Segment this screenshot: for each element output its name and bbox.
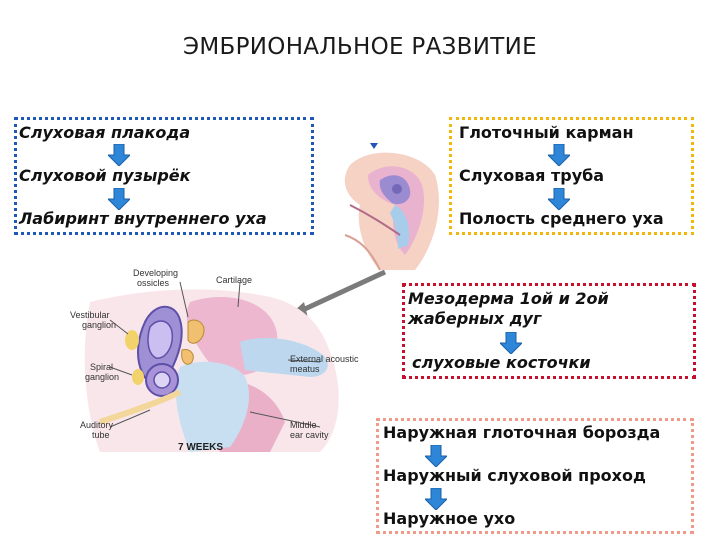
- label-developing-ossicles: Developing: [133, 268, 179, 278]
- label-external-meatus: External acoustic: [290, 354, 359, 364]
- label-weeks: 7 WEEKS: [178, 442, 224, 453]
- label-vestibular-ganglion-2: ganglion: [82, 320, 117, 330]
- label-developing-ossicles-2: ossicles: [137, 278, 170, 288]
- down-arrow-icon: [108, 188, 130, 210]
- label-external-meatus-2: meatus: [290, 364, 320, 374]
- ossicles-step-2: слуховые косточки: [412, 353, 591, 372]
- middle-ear-box: [449, 117, 694, 235]
- outer-ear-step-3: Наружное ухо: [383, 509, 516, 528]
- label-vestibular-ganglion: Vestibular: [70, 310, 110, 320]
- ear-development-illustration: [84, 281, 339, 452]
- embryo-head-illustration: [344, 152, 439, 271]
- inner-ear-step-2: Слуховой пузырёк: [19, 166, 191, 185]
- label-spiral-ganglion: Spiral: [90, 362, 114, 372]
- middle-ear-step-2: Слуховая труба: [459, 166, 605, 185]
- ossicles-step-1: Мезодерма 1ой и 2ой: [408, 289, 609, 308]
- down-arrow-icon: [548, 144, 570, 166]
- outer-ear-step-1: Наружная глоточная борозда: [383, 423, 661, 442]
- down-arrow-icon: [425, 445, 447, 467]
- middle-ear-step-3: Полость среднего уха: [459, 209, 664, 228]
- middle-ear-step-1: Глоточный карман: [459, 123, 634, 142]
- marker-icon: [370, 143, 378, 149]
- inner-ear-step-3: Лабиринт внутреннего уха: [19, 209, 267, 228]
- label-spiral-ganglion-2: ganglion: [85, 372, 120, 382]
- ossicles-box: [402, 283, 696, 379]
- down-arrow-icon: [500, 332, 522, 354]
- label-auditory-tube: Auditory: [80, 420, 114, 430]
- page-title: ЭМБРИОНАЛЬНОЕ РАЗВИТИЕ: [183, 34, 537, 60]
- outer-ear-step-2: Наружный слуховой проход: [383, 466, 646, 485]
- label-auditory-tube-2: tube: [92, 430, 110, 440]
- down-arrow-icon: [425, 488, 447, 510]
- down-arrow-icon: [548, 188, 570, 210]
- label-cartilage: Cartilage: [216, 275, 253, 285]
- ossicles-step-1b: жаберных дуг: [408, 309, 542, 328]
- label-middle-ear-cavity: Middle: [290, 420, 317, 430]
- inner-ear-box: [14, 117, 314, 235]
- label-middle-ear-cavity-2: ear cavity: [290, 430, 329, 440]
- down-arrow-icon: [108, 144, 130, 166]
- outer-ear-box: [376, 418, 694, 534]
- inner-ear-step-1: Слуховая плакода: [19, 123, 191, 142]
